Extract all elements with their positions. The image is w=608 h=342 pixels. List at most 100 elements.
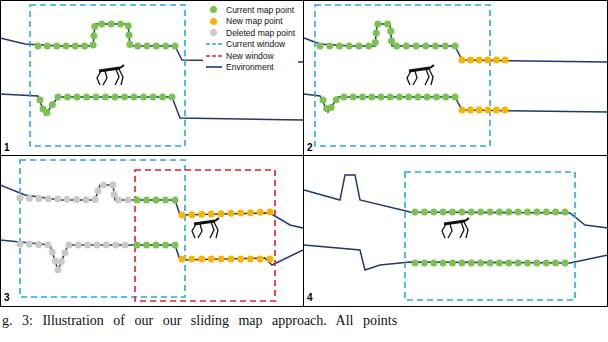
map-point <box>267 209 274 216</box>
legend-row: Current map point <box>206 4 295 16</box>
map-point <box>227 256 234 263</box>
map-point <box>552 260 559 267</box>
map-point <box>49 249 56 256</box>
map-point <box>477 260 484 267</box>
map-point <box>81 43 88 50</box>
environment-line <box>0 240 303 270</box>
legend-swatch <box>210 18 217 25</box>
map-point <box>372 39 379 46</box>
legend-row: New window <box>206 50 295 62</box>
map-point <box>179 212 186 219</box>
map-point <box>524 209 531 216</box>
map-point <box>115 197 122 204</box>
map-point <box>477 209 484 216</box>
map-point <box>237 210 244 217</box>
map-point <box>55 94 62 101</box>
map-point <box>198 211 205 218</box>
map-point <box>188 256 195 263</box>
map-point <box>52 257 59 264</box>
panel-number: 2 <box>307 142 313 153</box>
map-point <box>442 43 449 50</box>
map-point <box>247 256 254 263</box>
map-point <box>403 43 410 50</box>
map-point <box>496 260 503 267</box>
map-point <box>162 43 169 50</box>
map-point <box>75 242 82 249</box>
map-point <box>35 43 42 50</box>
map-point <box>430 260 437 267</box>
map-point <box>17 195 24 202</box>
map-point <box>45 195 52 202</box>
map-point <box>452 94 459 101</box>
environment-line <box>0 185 303 228</box>
map-point <box>346 43 353 50</box>
map-point <box>169 94 176 101</box>
legend-row: New map point <box>206 16 295 28</box>
map-point <box>468 209 475 216</box>
map-point <box>432 43 439 50</box>
map-point <box>103 242 110 249</box>
map-point <box>54 196 61 203</box>
map-point <box>134 242 141 249</box>
map-point <box>100 182 107 189</box>
map-point <box>405 94 412 101</box>
legend-text: Environment <box>226 62 274 72</box>
environment-lines <box>0 24 608 270</box>
map-point <box>484 107 491 114</box>
map-point <box>237 256 244 263</box>
map-point <box>257 209 264 216</box>
map-point <box>45 241 52 248</box>
map-point <box>412 209 419 216</box>
map-point <box>336 43 343 50</box>
map-point <box>505 260 512 267</box>
map-point <box>467 57 474 64</box>
environment-line <box>304 94 608 112</box>
map-point <box>126 32 133 39</box>
map-point <box>65 242 72 249</box>
legend-row: Current window <box>206 39 295 51</box>
map-point <box>442 94 449 101</box>
panel-number: 4 <box>307 292 313 303</box>
map-point <box>333 96 340 103</box>
map-point <box>109 182 116 189</box>
map-point <box>493 57 500 64</box>
map-point <box>459 107 466 114</box>
map-point <box>126 41 133 48</box>
map-point <box>90 32 97 39</box>
map-point <box>440 209 447 216</box>
map-point <box>422 43 429 50</box>
map-point <box>412 260 419 267</box>
map-point <box>98 21 105 28</box>
map-point <box>533 209 540 216</box>
map-point <box>415 94 422 101</box>
map-point <box>413 43 420 50</box>
map-point <box>112 242 119 249</box>
map-point <box>515 260 522 267</box>
map-point <box>267 256 274 263</box>
map-point <box>153 197 160 204</box>
map-point <box>359 94 366 101</box>
map-point <box>134 43 141 50</box>
environment-line <box>0 24 303 62</box>
panel-number: 1 <box>4 142 10 153</box>
map-point <box>26 195 33 202</box>
map-point <box>218 210 225 217</box>
legend-text: New map point <box>226 16 283 26</box>
legend-text: Current map point <box>226 5 294 15</box>
map-point <box>172 197 179 204</box>
map-point <box>44 43 51 50</box>
legend-row: Environment <box>206 62 295 74</box>
map-point <box>393 43 400 50</box>
map-point <box>384 21 391 28</box>
map-point <box>143 197 150 204</box>
map-point <box>208 256 215 263</box>
panel-grid <box>0 0 608 307</box>
map-point <box>83 196 90 203</box>
map-point <box>91 23 98 30</box>
legend-text: Deleted map point <box>226 28 295 38</box>
map-point <box>387 94 394 101</box>
map-point <box>468 260 475 267</box>
legend-line-sample <box>206 63 222 71</box>
map-point <box>218 256 225 263</box>
